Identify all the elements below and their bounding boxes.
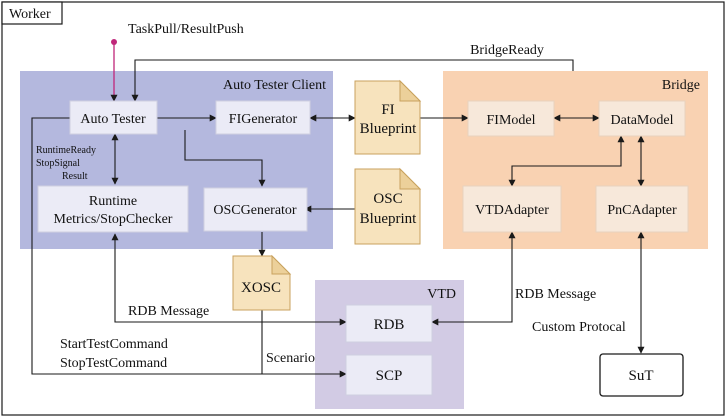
fi-generator-label: FIGenerator xyxy=(229,112,298,127)
datamodel-vtdadapter-edge xyxy=(508,135,625,187)
runtime-checker-label-2: Metrics/StopChecker xyxy=(54,212,173,227)
bridge-label: Bridge xyxy=(662,78,700,93)
scp-label: SCP xyxy=(376,368,403,384)
scp-node xyxy=(345,354,433,396)
osc-blueprint-label-2: Blueprint xyxy=(360,211,417,227)
xosc-label: XOSC xyxy=(241,280,281,296)
runtime-ready-label: RuntimeReady xyxy=(36,145,96,156)
custom-protocol-label: Custom Protocal xyxy=(532,320,626,335)
start-test-command-label: StartTestCommand xyxy=(60,337,168,352)
fi-blueprint-fold xyxy=(399,79,422,102)
sut-label: SuT xyxy=(628,368,653,384)
runtime-rdb-edge xyxy=(111,233,347,326)
fi-model-label: FIModel xyxy=(487,113,536,128)
runtime-checker-label-1: Runtime xyxy=(89,194,137,209)
xosc-fold xyxy=(271,254,292,275)
auto-tester-node xyxy=(69,100,158,135)
fi-model-node xyxy=(467,100,555,137)
autotester-to-oscgenerator-edge xyxy=(184,130,266,187)
fi-blueprint-label-1: FI xyxy=(381,102,394,118)
fi-blueprint-document: FI Blueprint xyxy=(354,79,422,155)
task-pull-dot xyxy=(111,39,117,45)
stop-test-command-label: StopTestCommand xyxy=(60,356,167,371)
osc-generator-node xyxy=(203,187,308,232)
vtd-adapter-node xyxy=(462,185,562,233)
result-label: Result xyxy=(62,171,88,182)
sut-node xyxy=(599,353,684,397)
data-model-label: DataModel xyxy=(611,113,674,128)
vtd-label: VTD xyxy=(427,287,456,302)
stop-signal-label: StopSignal xyxy=(36,158,80,169)
auto-tester-label: Auto Tester xyxy=(80,112,146,127)
scenario-label: Scenario xyxy=(266,351,315,366)
rdb-node xyxy=(345,304,433,343)
vtd-adapter-label: VTDAdapter xyxy=(475,203,549,218)
vtdadapter-rdb-edge xyxy=(431,231,516,326)
rdb-message-right-label: RDB Message xyxy=(515,287,596,302)
rdb-label: RDB xyxy=(374,317,405,333)
worker-tab xyxy=(1,1,63,25)
osc-generator-label: OSCGenerator xyxy=(213,203,297,218)
data-model-node xyxy=(598,100,686,137)
fi-blueprint-label-2: Blueprint xyxy=(360,121,417,137)
runtime-checker-node xyxy=(37,185,189,233)
pnc-adapter-label: PnCAdapter xyxy=(607,203,677,218)
fi-generator-node xyxy=(215,100,311,135)
osc-blueprint-document: OSC Blueprint xyxy=(354,167,422,245)
osc-blueprint-label-1: OSC xyxy=(373,191,402,207)
worker-label: Worker xyxy=(9,7,51,22)
start-stop-command-edge xyxy=(31,117,347,378)
xosc-document: XOSC xyxy=(232,254,292,311)
osc-blueprint-fold xyxy=(399,167,422,190)
rdb-message-left-label: RDB Message xyxy=(128,304,209,319)
task-pull-label: TaskPull/ResultPush xyxy=(128,22,244,37)
bridge-ready-line xyxy=(131,59,574,102)
bridge-ready-label: BridgeReady xyxy=(470,43,544,58)
pnc-adapter-node xyxy=(595,185,689,233)
auto-tester-client-label: Auto Tester Client xyxy=(223,78,326,93)
